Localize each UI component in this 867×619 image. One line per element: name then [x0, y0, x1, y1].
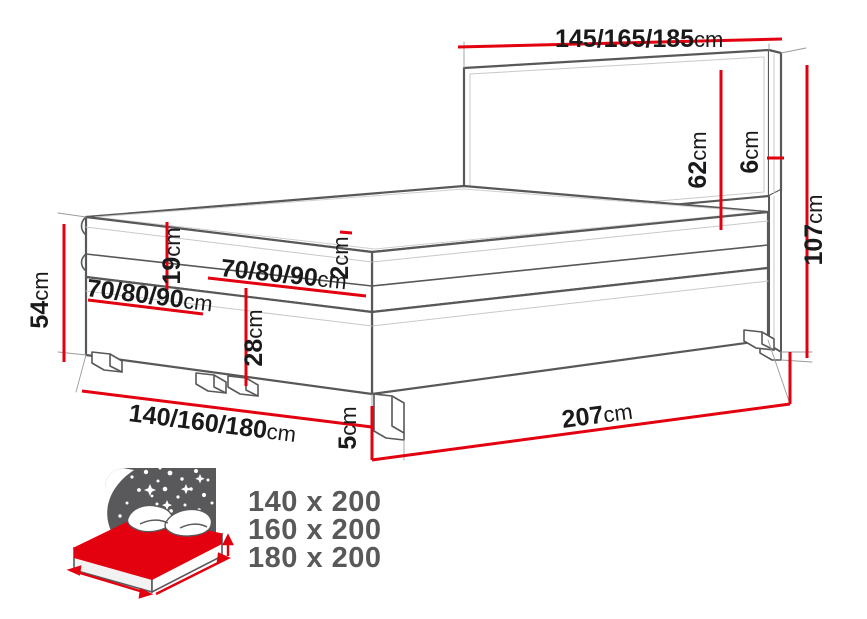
dimension-label-gap: 2cm	[326, 236, 354, 279]
dimension-lines	[62, 37, 809, 462]
dimension-label-box-height: 28cm	[240, 309, 268, 366]
dimline-headboard-width	[457, 37, 783, 49]
bed-legs	[91, 329, 775, 441]
mattress-size-option-2: 180 x 200	[248, 542, 382, 574]
dimline-bed-length	[371, 402, 791, 462]
dimline-mattress-height-front	[207, 276, 367, 298]
bed-line-art	[57, 41, 813, 461]
mattress-size-arrows	[66, 533, 234, 599]
dimension-label-base-height: 54cm	[26, 271, 54, 328]
mattress-size-option-1: 160 x 200	[248, 514, 382, 546]
topper-seam	[85, 244, 769, 287]
base-left-face	[84, 275, 374, 396]
mattress-size-option-0: 140 x 200	[248, 486, 382, 518]
dimline-bed-width	[81, 389, 373, 429]
dimension-label-total-height: 107cm	[800, 194, 828, 265]
dimension-label-topper-height: 19cm	[158, 227, 186, 284]
dimension-label-headboard-height: 62cm	[684, 131, 712, 188]
dimension-label-leg-height: 5cm	[334, 406, 362, 449]
dimline-mattress-height-left	[87, 298, 204, 316]
dimline-gap	[339, 230, 353, 235]
dimension-label-headboard-thickness: 6cm	[736, 130, 764, 173]
pillows	[126, 504, 213, 537]
dimension-label-bed-length: 207cm	[560, 397, 634, 434]
bed-night-icon	[66, 468, 234, 599]
dimension-label-headboard-width: 145/165/185cm	[555, 25, 723, 53]
